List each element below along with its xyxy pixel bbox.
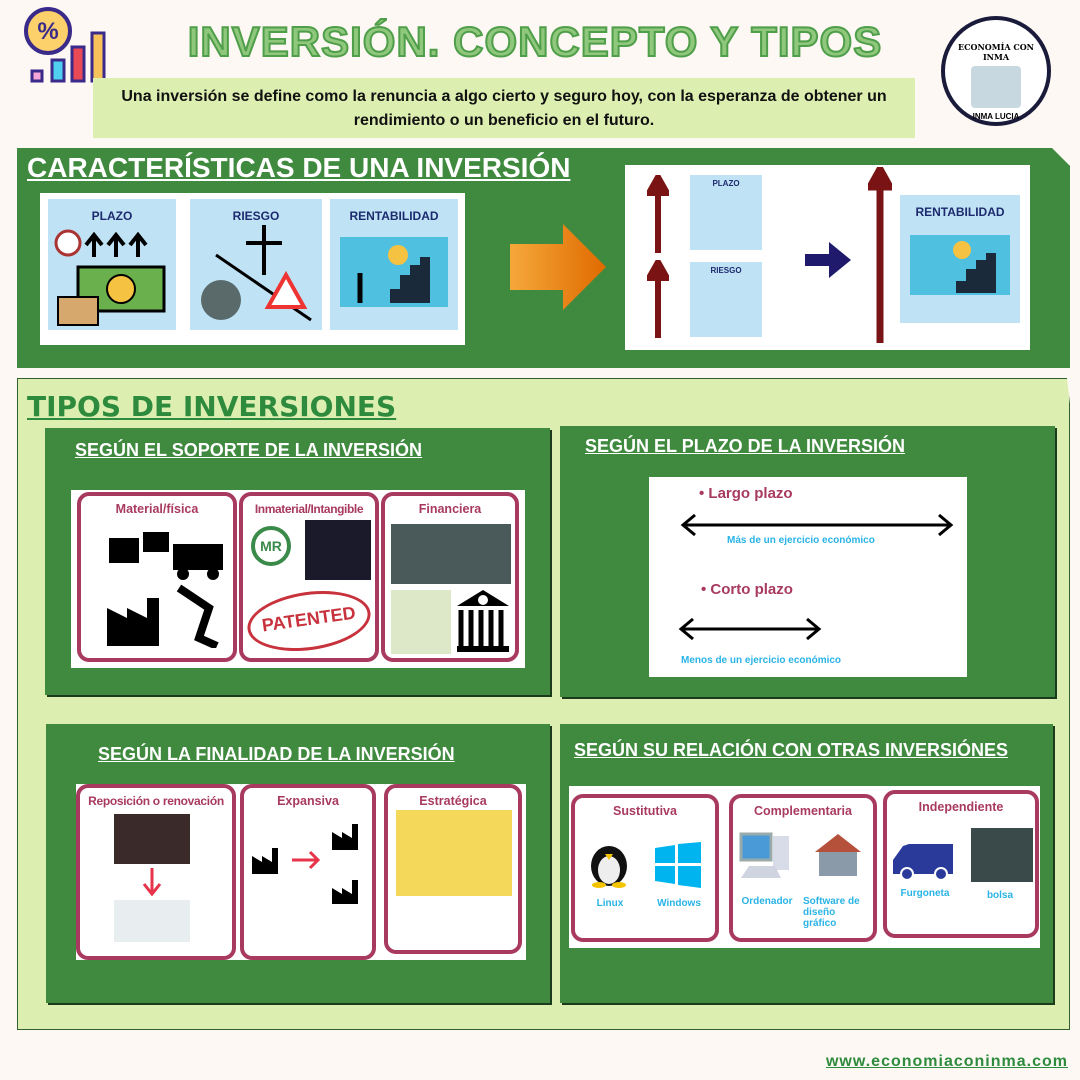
card-label: RENTABILIDAD [349,209,439,223]
svg-text:%: % [37,18,58,45]
spreadsheet-image [391,590,451,654]
relacion-title: SEGÚN SU RELACIÓN CON OTRAS INVERSIÓNES [574,740,1009,760]
card-riesgo: RIESGO [190,199,322,330]
long-double-arrow-icon [680,513,954,537]
van-icon [893,844,953,881]
chart-percent-icon: % [22,5,112,85]
avatar [971,66,1021,108]
plazo-panel: SEGÚN EL PLAZO DE LA INVERSIÓN • Largo p… [560,426,1055,697]
box-label: Material/física [115,502,199,516]
box-label: Reposición o renovación [88,794,224,808]
stock-board-image [391,524,511,584]
label-windows: Windows [657,898,701,909]
label-software: Software de diseño gráfico [803,896,860,929]
page-title: INVERSIÓN. CONCEPTO Y TIPOS [187,17,883,66]
money-hand-icon [54,229,166,326]
box-label: Financiera [418,502,482,516]
soporte-panel: SEGÚN EL SOPORTE DE LA INVERSIÓN Materia… [45,428,550,695]
logo-bottom: INMA LUCIA [972,112,1020,121]
box-label: Independiente [918,800,1004,814]
box-label: Sustitutiva [613,804,677,818]
soporte-content: Material/física Inmaterial/Intangible MR… [71,490,525,668]
label-bolsa: bolsa [986,890,1014,901]
soporte-title: SEGÚN EL SOPORTE DE LA INVERSIÓN [75,440,423,460]
trademark-seal: MR [251,526,291,566]
windows-logo-icon [655,842,701,888]
assembly-line-image [396,810,512,896]
box-label: Inmaterial/Intangible [254,502,364,516]
website-link[interactable]: www.economiaconinma.com [825,1053,1068,1070]
code-image [305,520,371,580]
definition-text: Una inversión se define como la renuncia… [93,78,915,138]
box-financiera: Financiera [381,492,519,662]
computer-image [114,900,190,942]
corto-desc: Menos de un ejercicio económico [681,655,842,666]
orange-arrow-icon [510,224,606,310]
desktop-computer-icon [739,832,789,878]
tightrope-risk-icon [201,225,312,322]
relationship-panel: PLAZO RIESGO RENTABILIDAD [625,165,1030,350]
box-inmaterial: Inmaterial/Intangible MR PATENTED [239,492,379,662]
small-card-riesgo: RIESGO [690,262,762,337]
finalidad-content: Reposición o renovación Expansiva Estrat… [76,784,526,960]
card-rentabilidad: RENTABILIDAD [330,199,458,330]
graphic-design-software-icon [815,834,861,876]
box-expansiva: Expansiva [240,784,376,960]
tipos-title: TIPOS DE INVERSIONES [27,390,397,423]
patented-stamp: PATENTED [243,583,375,659]
box-estrategica: Estratégica [384,784,522,954]
up-arrow-icon [647,175,669,253]
growth-chart-icon [910,235,1010,295]
tall-up-arrow-icon [868,167,892,343]
corto-label: Corto plazo [710,581,793,598]
largo-label: Largo plazo [708,485,793,502]
up-arrow-icon [647,260,669,338]
plazo-title: SEGÚN EL PLAZO DE LA INVERSIÓN [585,436,906,456]
label-ordenador: Ordenador [741,896,793,907]
relacion-content: Sustitutiva Linux Windows Complementaria… [569,786,1040,948]
stamp-text: PATENTED [260,602,357,636]
finalidad-title: SEGÚN LA FINALIDAD DE LA INVERSIÓN [98,744,455,764]
box-label: Estratégica [419,794,487,808]
box-independiente: Independiente Furgoneta bolsa [883,790,1039,938]
card-label: PLAZO [91,209,133,223]
box-label: Complementaria [754,804,852,818]
box-reposicion: Reposición o renovación [76,784,236,960]
card-plazo: PLAZO [48,199,176,330]
down-arrow-icon [142,868,162,896]
small-card-plazo: PLAZO [690,175,762,250]
typewriter-image [114,814,190,864]
navy-arrow-icon [805,242,851,278]
relacion-panel: SEGÚN SU RELACIÓN CON OTRAS INVERSIÓNES … [560,724,1053,1003]
plazo-content: • Largo plazo Más de un ejercicio económ… [649,477,967,677]
largo-plazo: • Largo plazo [699,485,793,502]
caracteristicas-panel: PLAZO RIESGO RENTABILIDAD [40,193,465,345]
logo: ECONOMÍA CON INMA INMA LUCIA [941,16,1051,126]
bank-icon [457,590,509,652]
finalidad-panel: SEGÚN LA FINALIDAD DE LA INVERSIÓN Repos… [46,724,550,1003]
result-card-rentabilidad: RENTABILIDAD [900,195,1020,323]
linux-penguin-icon [591,846,627,888]
logo-top: ECONOMÍA CON INMA [958,42,1034,62]
box-sustitutiva: Sustitutiva Linux Windows [571,794,719,942]
short-double-arrow-icon [678,617,822,641]
card-label: RENTABILIDAD [915,205,1005,219]
office-factory-icons [107,532,223,648]
card-label: RIESGO [232,209,280,223]
stock-exchange-image [971,828,1033,882]
box-material: Material/física [77,492,237,662]
factory-expansion-icon [252,824,358,904]
growth-chart-icon [340,237,448,307]
label-furgoneta: Furgoneta [900,888,950,899]
corto-plazo: • Corto plazo [701,581,793,598]
label-linux: Linux [596,898,624,909]
largo-desc: Más de un ejercicio económico [727,535,875,546]
caracteristicas-title: CARACTERÍSTICAS DE UNA INVERSIÓN [27,152,571,183]
box-label: Expansiva [277,794,339,808]
box-complementaria: Complementaria Ordenador Software de dis… [729,794,877,942]
